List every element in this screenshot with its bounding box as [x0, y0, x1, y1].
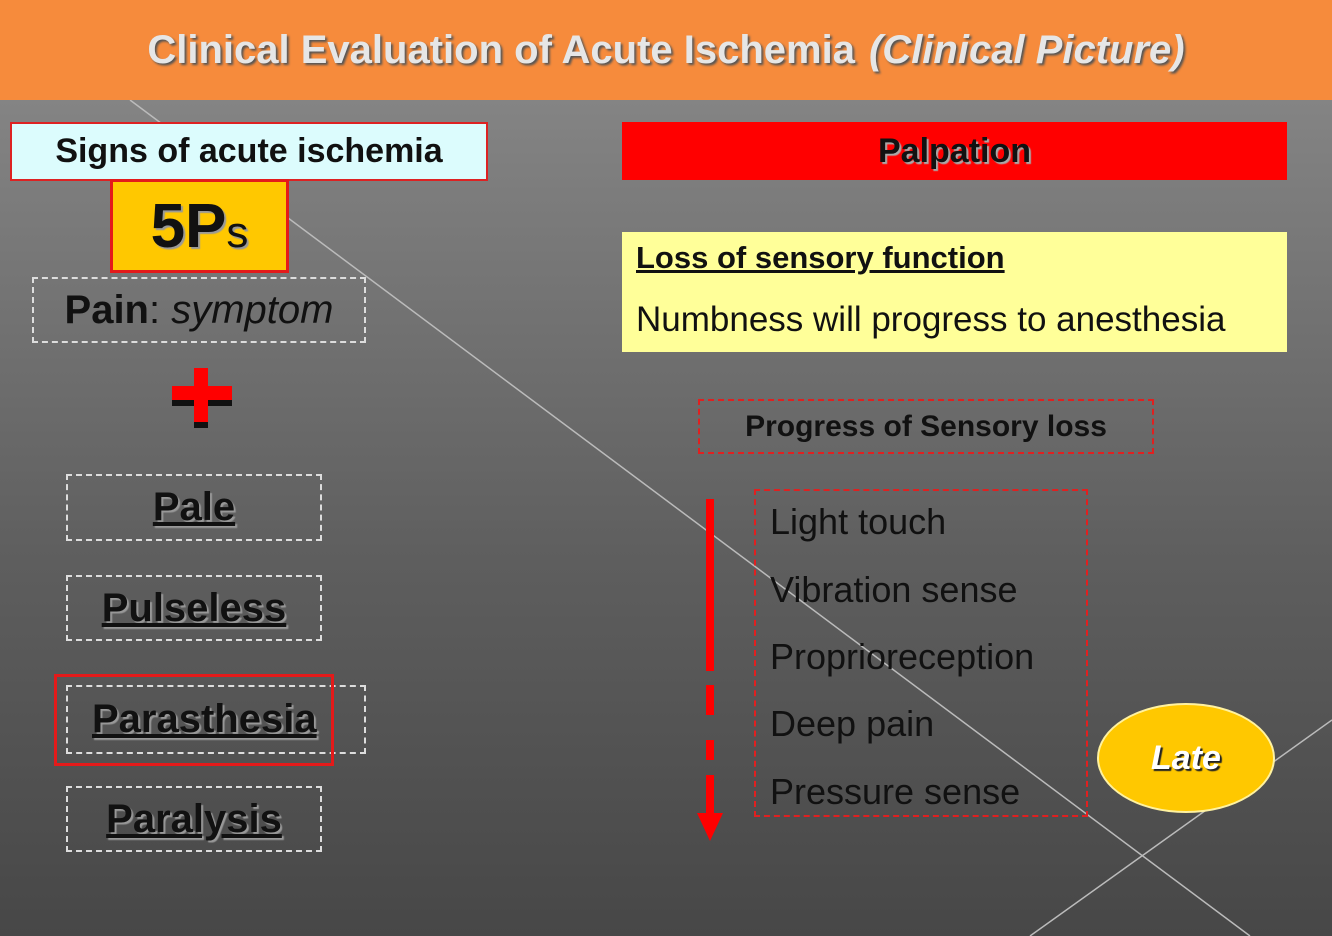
sign-text: Parasthesia: [92, 697, 317, 741]
sensory-info-box: Loss of sensory function Numbness will p…: [622, 232, 1287, 352]
sensory-list: Light touch Vibration sense Propriorecep…: [754, 489, 1088, 817]
title-main: Clinical Evaluation of Acute Ischemia: [147, 27, 855, 72]
sign-parasthesia: Parasthesia: [66, 685, 366, 754]
signs-heading: Signs of acute ischemia: [10, 122, 488, 181]
late-badge: Late: [1097, 703, 1275, 813]
slide-title: Clinical Evaluation of Acute Ischemia (C…: [0, 0, 1332, 100]
info-text: Numbness will progress to anesthesia: [636, 300, 1226, 339]
badge-main: 5P: [150, 191, 227, 261]
sign-text: Paralysis: [106, 796, 282, 841]
list-item: Vibration sense: [770, 569, 1018, 610]
progression-arrow-icon: [697, 499, 723, 841]
sign-pale: Pale: [66, 474, 322, 541]
pain-desc: symptom: [171, 287, 334, 332]
info-title: Loss of sensory function: [636, 240, 1005, 275]
progress-title: Progress of Sensory loss: [745, 409, 1107, 443]
list-item: Deep pain: [770, 703, 935, 744]
sign-paralysis: Paralysis: [66, 786, 322, 852]
highlight-box: [54, 674, 334, 766]
sign-text: Pale: [152, 485, 236, 529]
title-sub: (Clinical Picture): [868, 27, 1185, 72]
progress-title-box: Progress of Sensory loss: [698, 399, 1154, 454]
pain-box: Pain: symptom: [32, 277, 366, 343]
signs-heading-text: Signs of acute ischemia: [55, 132, 443, 170]
pain-label: Pain: [64, 287, 149, 332]
late-text: Late: [1151, 738, 1221, 777]
pain-separator: :: [149, 287, 172, 332]
palpation-heading: Palpation: [622, 122, 1287, 180]
plus-icon: [172, 368, 232, 428]
list-item: Pressure sense: [770, 771, 1021, 812]
sign-pulseless: Pulseless: [66, 575, 322, 641]
list-item: Light touch: [770, 501, 947, 542]
sign-text: Pulseless: [101, 585, 287, 630]
palpation-text: Palpation: [877, 131, 1032, 170]
list-item: Proprioreception: [770, 636, 1035, 677]
badge-suffix: s: [226, 208, 249, 257]
